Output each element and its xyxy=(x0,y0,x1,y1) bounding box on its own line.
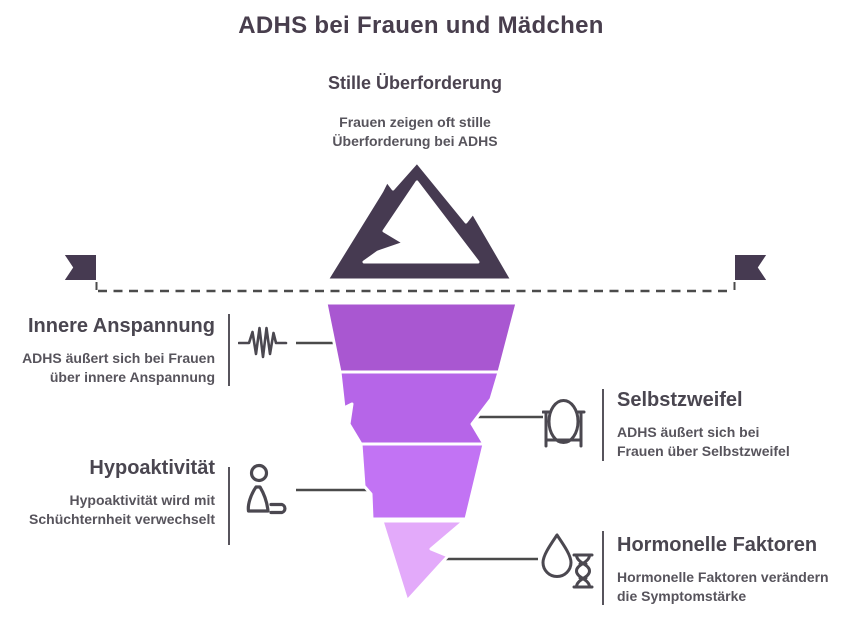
block-heading: Selbstzweifel xyxy=(617,389,743,411)
block-description-line: ADHS äußert sich bei xyxy=(617,424,760,440)
iceberg-segment-1 xyxy=(324,301,519,374)
block-description-line: Schüchternheit verwechselt xyxy=(29,511,215,527)
block-hypoaktivitaet: Hypoaktivität Hypoaktivität wird mit Sch… xyxy=(0,457,215,529)
page-title: ADHS bei Frauen und Mädchen xyxy=(238,12,604,39)
surface-description-line: Frauen zeigen oft stille xyxy=(339,114,491,130)
block-hormonelle-faktoren: Hormonelle Faktoren Hormonelle Faktoren … xyxy=(617,534,835,606)
divider-hypoaktivitaet xyxy=(228,467,230,545)
iceberg-segment-2 xyxy=(338,370,501,446)
vibration-icon xyxy=(238,326,288,359)
ribbon-right-icon xyxy=(733,253,770,282)
iceberg-segment-3 xyxy=(359,442,486,521)
surface-description: Frauen zeigen oft stille Überforderung b… xyxy=(265,113,565,151)
block-description-line: ADHS äußert sich bei Frauen xyxy=(22,350,215,366)
iceberg-segment-4 xyxy=(380,519,466,603)
sitting-person-icon xyxy=(246,463,287,515)
ribbon-left-icon xyxy=(61,253,98,282)
divider-innere-anspannung xyxy=(228,314,230,386)
block-description-line: Hypoaktivität wird mit xyxy=(69,492,215,508)
block-heading: Hormonelle Faktoren xyxy=(617,534,818,556)
divider-selbstzweifel xyxy=(602,389,604,461)
block-description-line: die Symptomstärke xyxy=(617,588,747,604)
block-innere-anspannung: Innere Anspannung ADHS äußert sich bei F… xyxy=(0,315,215,387)
block-description-line: Hormonelle Faktoren verändern xyxy=(617,569,829,585)
mountain-icon xyxy=(325,160,514,282)
divider-hormonelle-faktoren xyxy=(602,531,604,605)
surface-description-line: Überforderung bei ADHS xyxy=(332,133,498,149)
block-selbstzweifel: Selbstzweifel ADHS äußert sich bei Fraue… xyxy=(617,389,835,461)
mirror-icon xyxy=(542,399,586,448)
block-description-line: über innere Anspannung xyxy=(49,369,215,385)
iceberg xyxy=(324,301,519,603)
droplet-dna-icon xyxy=(541,533,594,589)
surface-heading: Stille Überforderung xyxy=(327,73,502,93)
block-description-line: Frauen über Selbstzweifel xyxy=(617,443,790,459)
block-heading: Hypoaktivität xyxy=(89,457,215,479)
block-heading: Innere Anspannung xyxy=(27,315,215,337)
